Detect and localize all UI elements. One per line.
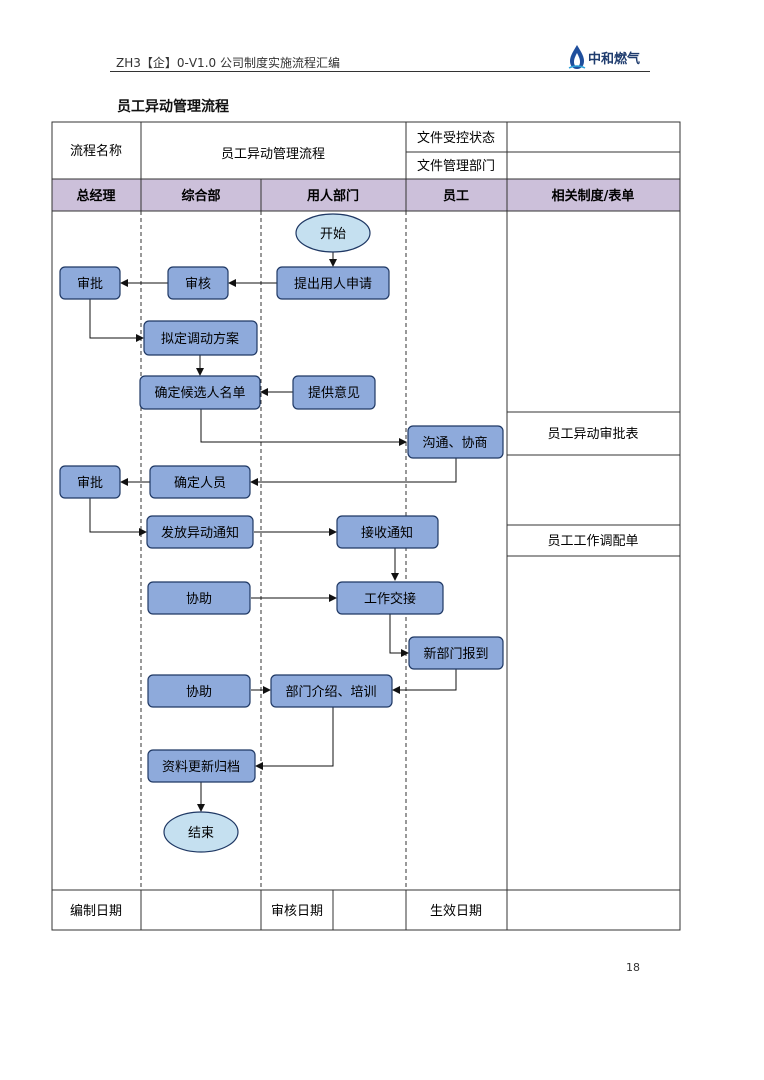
- node-intro: [270, 674, 393, 708]
- process-name-value: 员工异动管理流程: [221, 147, 325, 162]
- node-archive: [147, 749, 256, 783]
- node-candidates-label: 确定候选人名单: [154, 385, 245, 401]
- node-approve-1-label: 审批: [77, 277, 103, 292]
- footer-table: [51, 889, 681, 931]
- lane-header-forms: 相关制度/表单: [552, 188, 635, 204]
- lane-dividers: [140, 211, 407, 890]
- flame-drop-icon: [568, 45, 586, 69]
- header-rule: [110, 71, 650, 72]
- node-confirm: [149, 465, 251, 499]
- node-opinion-label: 提供意见: [308, 385, 360, 401]
- lane-header-hiring-dept: 用人部门: [306, 188, 359, 204]
- node-assist-1: [147, 581, 251, 615]
- lane-body: [51, 210, 681, 891]
- node-notice-label: 发放异动通知: [161, 525, 239, 541]
- node-intro-label: 部门介绍、培训: [285, 684, 376, 700]
- node-communicate: [407, 425, 504, 459]
- node-notice: [146, 515, 254, 549]
- page-title: 员工异动管理流程: [117, 99, 229, 115]
- lane-header-employee: 员工: [443, 189, 469, 204]
- form-transfer-approval: 员工异动审批表: [547, 427, 638, 442]
- node-handover-label: 工作交接: [364, 591, 416, 607]
- node-assist-2: [147, 674, 251, 708]
- lane-header-admin: 综合部: [181, 188, 220, 204]
- node-assist-2-label: 协助: [186, 685, 212, 700]
- node-receive-label: 接收通知: [361, 525, 413, 541]
- node-archive-label: 资料更新归档: [162, 759, 240, 775]
- company-logo: 中和燃气: [568, 44, 650, 70]
- start-label: 开始: [320, 227, 346, 242]
- node-confirm-label: 确定人员: [174, 476, 226, 491]
- node-plan-label: 拟定调动方案: [161, 331, 239, 347]
- logo-wordmark: 中和燃气: [588, 52, 641, 67]
- node-report-label: 新部门报到: [423, 646, 488, 662]
- lane-header-row: [51, 178, 681, 212]
- node-candidates: [139, 375, 261, 410]
- node-handover: [336, 581, 444, 615]
- node-plan: [143, 320, 258, 356]
- page-number: 18: [626, 961, 640, 974]
- control-status-label: 文件受控状态: [417, 131, 495, 146]
- managing-dept-label: 文件管理部门: [417, 159, 495, 174]
- node-review-label: 审核: [185, 277, 211, 292]
- form-work-allocation: 员工工作调配单: [547, 534, 638, 549]
- info-table: [51, 121, 681, 180]
- node-report: [408, 636, 504, 670]
- flow-nodes: 开始 提出用人申请 审核 审批 拟定调动方案 确定候选人名单 提供意见 沟通、协…: [59, 213, 504, 853]
- compile-date-label: 编制日期: [70, 904, 122, 919]
- document-code: ZH3【企】0-V1.0 公司制度实施流程汇编: [116, 56, 340, 70]
- flow-connectors: [89, 251, 457, 812]
- review-date-label: 审核日期: [271, 904, 323, 919]
- effective-date-label: 生效日期: [430, 904, 482, 919]
- end-label: 结束: [188, 826, 214, 841]
- node-approve-2: [59, 465, 121, 499]
- node-opinion: [292, 375, 376, 410]
- lane-header-gm: 总经理: [76, 188, 115, 204]
- end-node: [163, 811, 239, 853]
- node-apply: [276, 266, 390, 300]
- node-review: [167, 266, 229, 300]
- node-apply-label: 提出用人申请: [294, 276, 372, 292]
- node-approve-2-label: 审批: [77, 476, 103, 491]
- node-communicate-label: 沟通、协商: [422, 436, 487, 451]
- node-receive: [336, 515, 439, 549]
- start-node: [295, 213, 371, 253]
- node-assist-1-label: 协助: [186, 592, 212, 607]
- process-name-label: 流程名称: [70, 143, 122, 159]
- node-approve-1: [59, 266, 121, 300]
